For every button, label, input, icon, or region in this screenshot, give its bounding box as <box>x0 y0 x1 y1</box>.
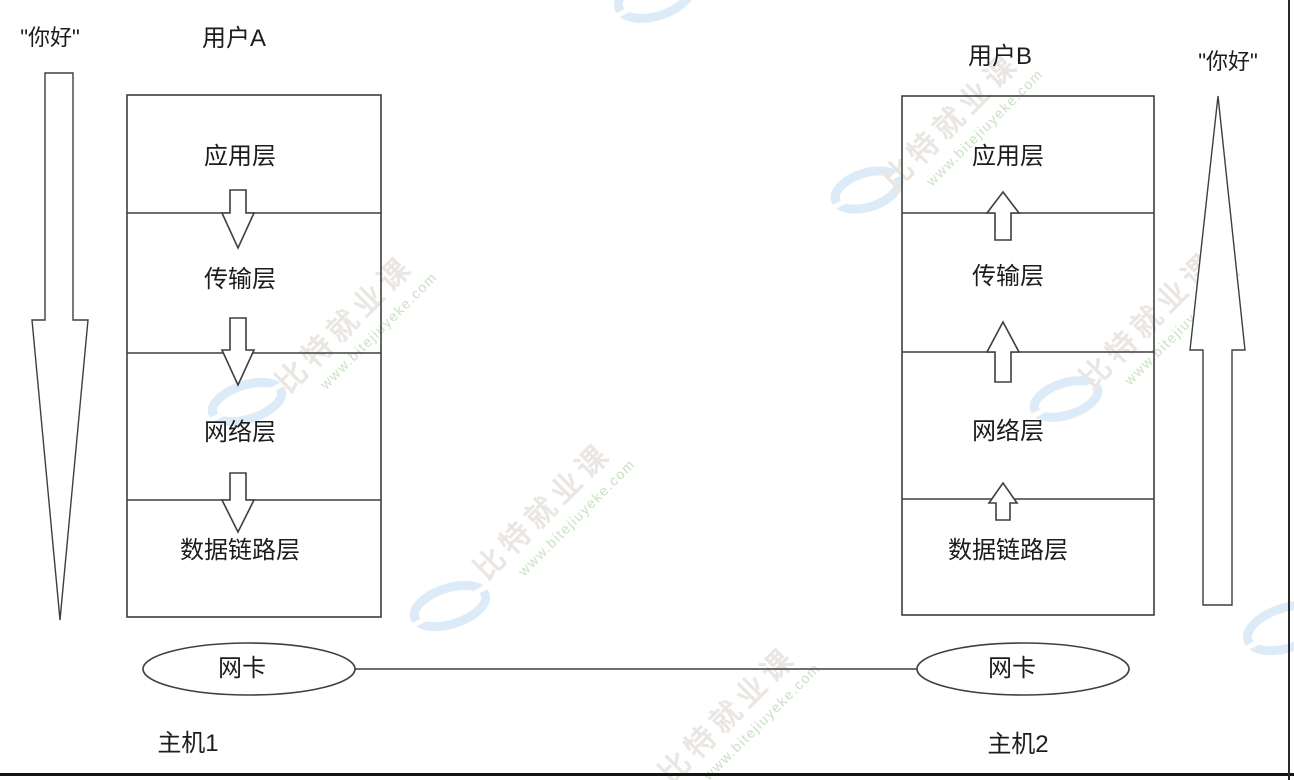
watermark-logo-icon <box>1029 376 1103 422</box>
host2-layer-datalink: 数据链路层 <box>948 537 1068 564</box>
host2-layer-application: 应用层 <box>972 143 1044 170</box>
nic-label-host1: 网卡 <box>218 655 266 682</box>
stack-box-host2 <box>901 95 1155 616</box>
watermark-logo-icon <box>1242 600 1294 656</box>
layer-down-arrow-icon <box>220 317 256 387</box>
layer-up-arrow-icon <box>985 190 1021 241</box>
host2-label: 主机2 <box>987 731 1049 758</box>
host1-layer-network: 网络层 <box>204 419 276 446</box>
message-host2: "你好" <box>1198 49 1258 74</box>
watermark-logo-icon <box>207 377 287 427</box>
watermark-logo-icon <box>830 166 904 214</box>
send-flow-arrow-down-icon <box>31 72 89 621</box>
layer-down-arrow-icon <box>220 472 256 534</box>
layer-down-arrow-icon <box>220 189 256 250</box>
user-a-label: 用户A <box>201 25 266 52</box>
layer-up-arrow-icon <box>987 481 1019 521</box>
watermark-logo-icon <box>409 580 491 632</box>
message-host1: "你好" <box>20 25 80 50</box>
host1-layer-datalink: 数据链路层 <box>180 537 300 564</box>
right-frame-line <box>1288 0 1290 780</box>
bottom-frame-line <box>0 773 1294 776</box>
layer-up-arrow-icon <box>985 320 1021 383</box>
stack-box-host1 <box>126 94 382 618</box>
host1-layer-application: 应用层 <box>204 143 276 170</box>
receive-flow-arrow-up-icon <box>1189 95 1246 606</box>
host1-label: 主机1 <box>157 730 219 757</box>
nic-ellipse-host1 <box>142 642 356 696</box>
host2-layer-transport: 传输层 <box>972 263 1044 290</box>
watermark-logo-icon <box>613 0 697 23</box>
host2-layer-network: 网络层 <box>972 418 1044 445</box>
host1-layer-transport: 传输层 <box>204 266 276 293</box>
nic-ellipse-host2 <box>916 642 1130 696</box>
nic-label-host2: 网卡 <box>988 655 1036 682</box>
user-b-label: 用户B <box>967 43 1032 70</box>
